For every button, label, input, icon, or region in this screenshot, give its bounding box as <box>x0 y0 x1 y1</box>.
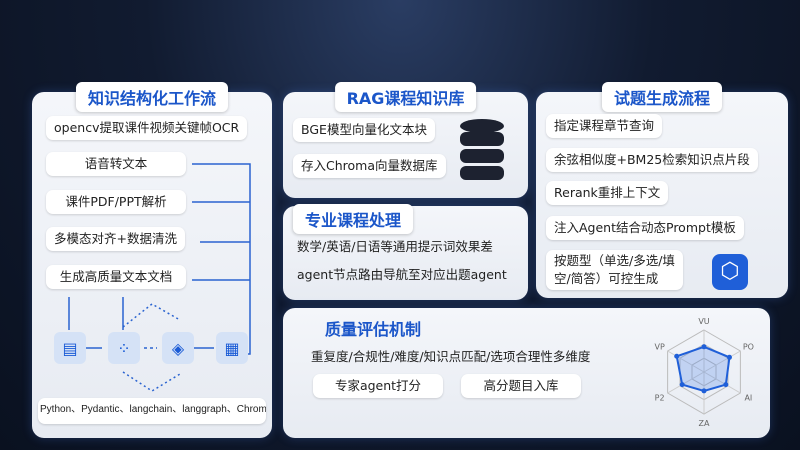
radar-axis <box>703 350 741 373</box>
document-icon: ▤ <box>54 332 86 364</box>
generation-panel: 试题生成流程 指定课程章节查询 余弦相似度+BM25检索知识点片段 Rerank… <box>536 82 788 298</box>
radar-point <box>679 382 685 388</box>
workflow-panel: 知识结构化工作流 opencv提取课件视频关键帧OCR 语音转文本 课件PDF/… <box>32 82 272 438</box>
gen-step: 注入Agent结合动态Prompt模板 <box>546 216 744 240</box>
quality-title: 质量评估机制 <box>325 320 422 339</box>
course-panel: 专业课程处理 数学/英语/日语等通用提示词效果差 agent节点路由导航至对应出… <box>283 204 528 300</box>
radar-axis-label: VP <box>654 342 664 351</box>
radar-point <box>701 388 707 394</box>
radar-axis-label: VU <box>698 317 709 326</box>
hexagon-logo-icon: ⬡ <box>712 254 748 290</box>
rag-item: BGE模型向量化文本块 <box>293 118 435 142</box>
workflow-title: 知识结构化工作流 <box>75 82 229 112</box>
radar-point <box>701 344 707 350</box>
database-icon <box>460 119 504 180</box>
course-line: agent节点路由导航至对应出题agent <box>297 267 507 282</box>
radar-point <box>726 354 732 360</box>
gen-last-line: 按题型（单选/多选/填 <box>554 253 675 268</box>
workflow-step: opencv提取课件视频关键帧OCR <box>46 116 248 140</box>
gen-step: 余弦相似度+BM25检索知识点片段 <box>546 148 758 172</box>
grid-icon: ⁘ <box>108 332 140 364</box>
quality-panel: 质量评估机制 重复度/合规性/难度/知识点匹配/选项合理性多维度 专家agent… <box>283 308 770 438</box>
gen-step: 按题型（单选/多选/填 空/简答）可控生成 <box>546 250 683 290</box>
quality-desc: 重复度/合规性/难度/知识点匹配/选项合理性多维度 <box>311 349 591 364</box>
gen-step: 指定课程章节查询 <box>546 114 663 138</box>
radar-chart: VU PO AI ZA P2 VP <box>654 317 754 428</box>
workflow-connectors <box>68 163 251 392</box>
radar-axis <box>667 350 705 373</box>
workflow-step: 生成高质量文本文档 <box>46 265 186 289</box>
file-check-icon: ▦ <box>216 332 248 364</box>
gen-step: Rerank重排上下文 <box>546 181 669 205</box>
workflow-step: 课件PDF/PPT解析 <box>46 190 186 214</box>
generation-title: 试题生成流程 <box>601 82 723 112</box>
radar-axis-label: ZA <box>699 419 710 428</box>
workflow-step: 语音转文本 <box>46 152 186 176</box>
workflow-step: 多模态对齐+数据清洗 <box>46 227 185 251</box>
radar-axis-label: PO <box>743 342 754 351</box>
radar-axis-label: AI <box>744 394 752 403</box>
course-line: 数学/英语/日语等通用提示词效果差 <box>297 239 493 254</box>
rag-item: 存入Chroma向量数据库 <box>293 154 446 178</box>
radar-point <box>674 353 680 359</box>
course-title: 专业课程处理 <box>292 204 414 234</box>
tech-stack: Python、Pydantic、langchain、langgraph、Chro… <box>38 398 266 424</box>
rag-title: RAG课程知识库 <box>334 82 477 112</box>
radar-point <box>723 382 729 388</box>
gen-last-line: 空/简答）可控生成 <box>554 271 659 286</box>
high-score-store-button[interactable]: 高分题目入库 <box>461 374 581 398</box>
link-icon: ◈ <box>162 332 194 364</box>
radar-axis <box>703 371 741 394</box>
radar-axis <box>667 371 705 394</box>
radar-axis-label: P2 <box>655 394 665 403</box>
expert-score-button[interactable]: 专家agent打分 <box>313 374 443 398</box>
rag-panel: RAG课程知识库 BGE模型向量化文本块 存入Chroma向量数据库 <box>283 82 528 198</box>
